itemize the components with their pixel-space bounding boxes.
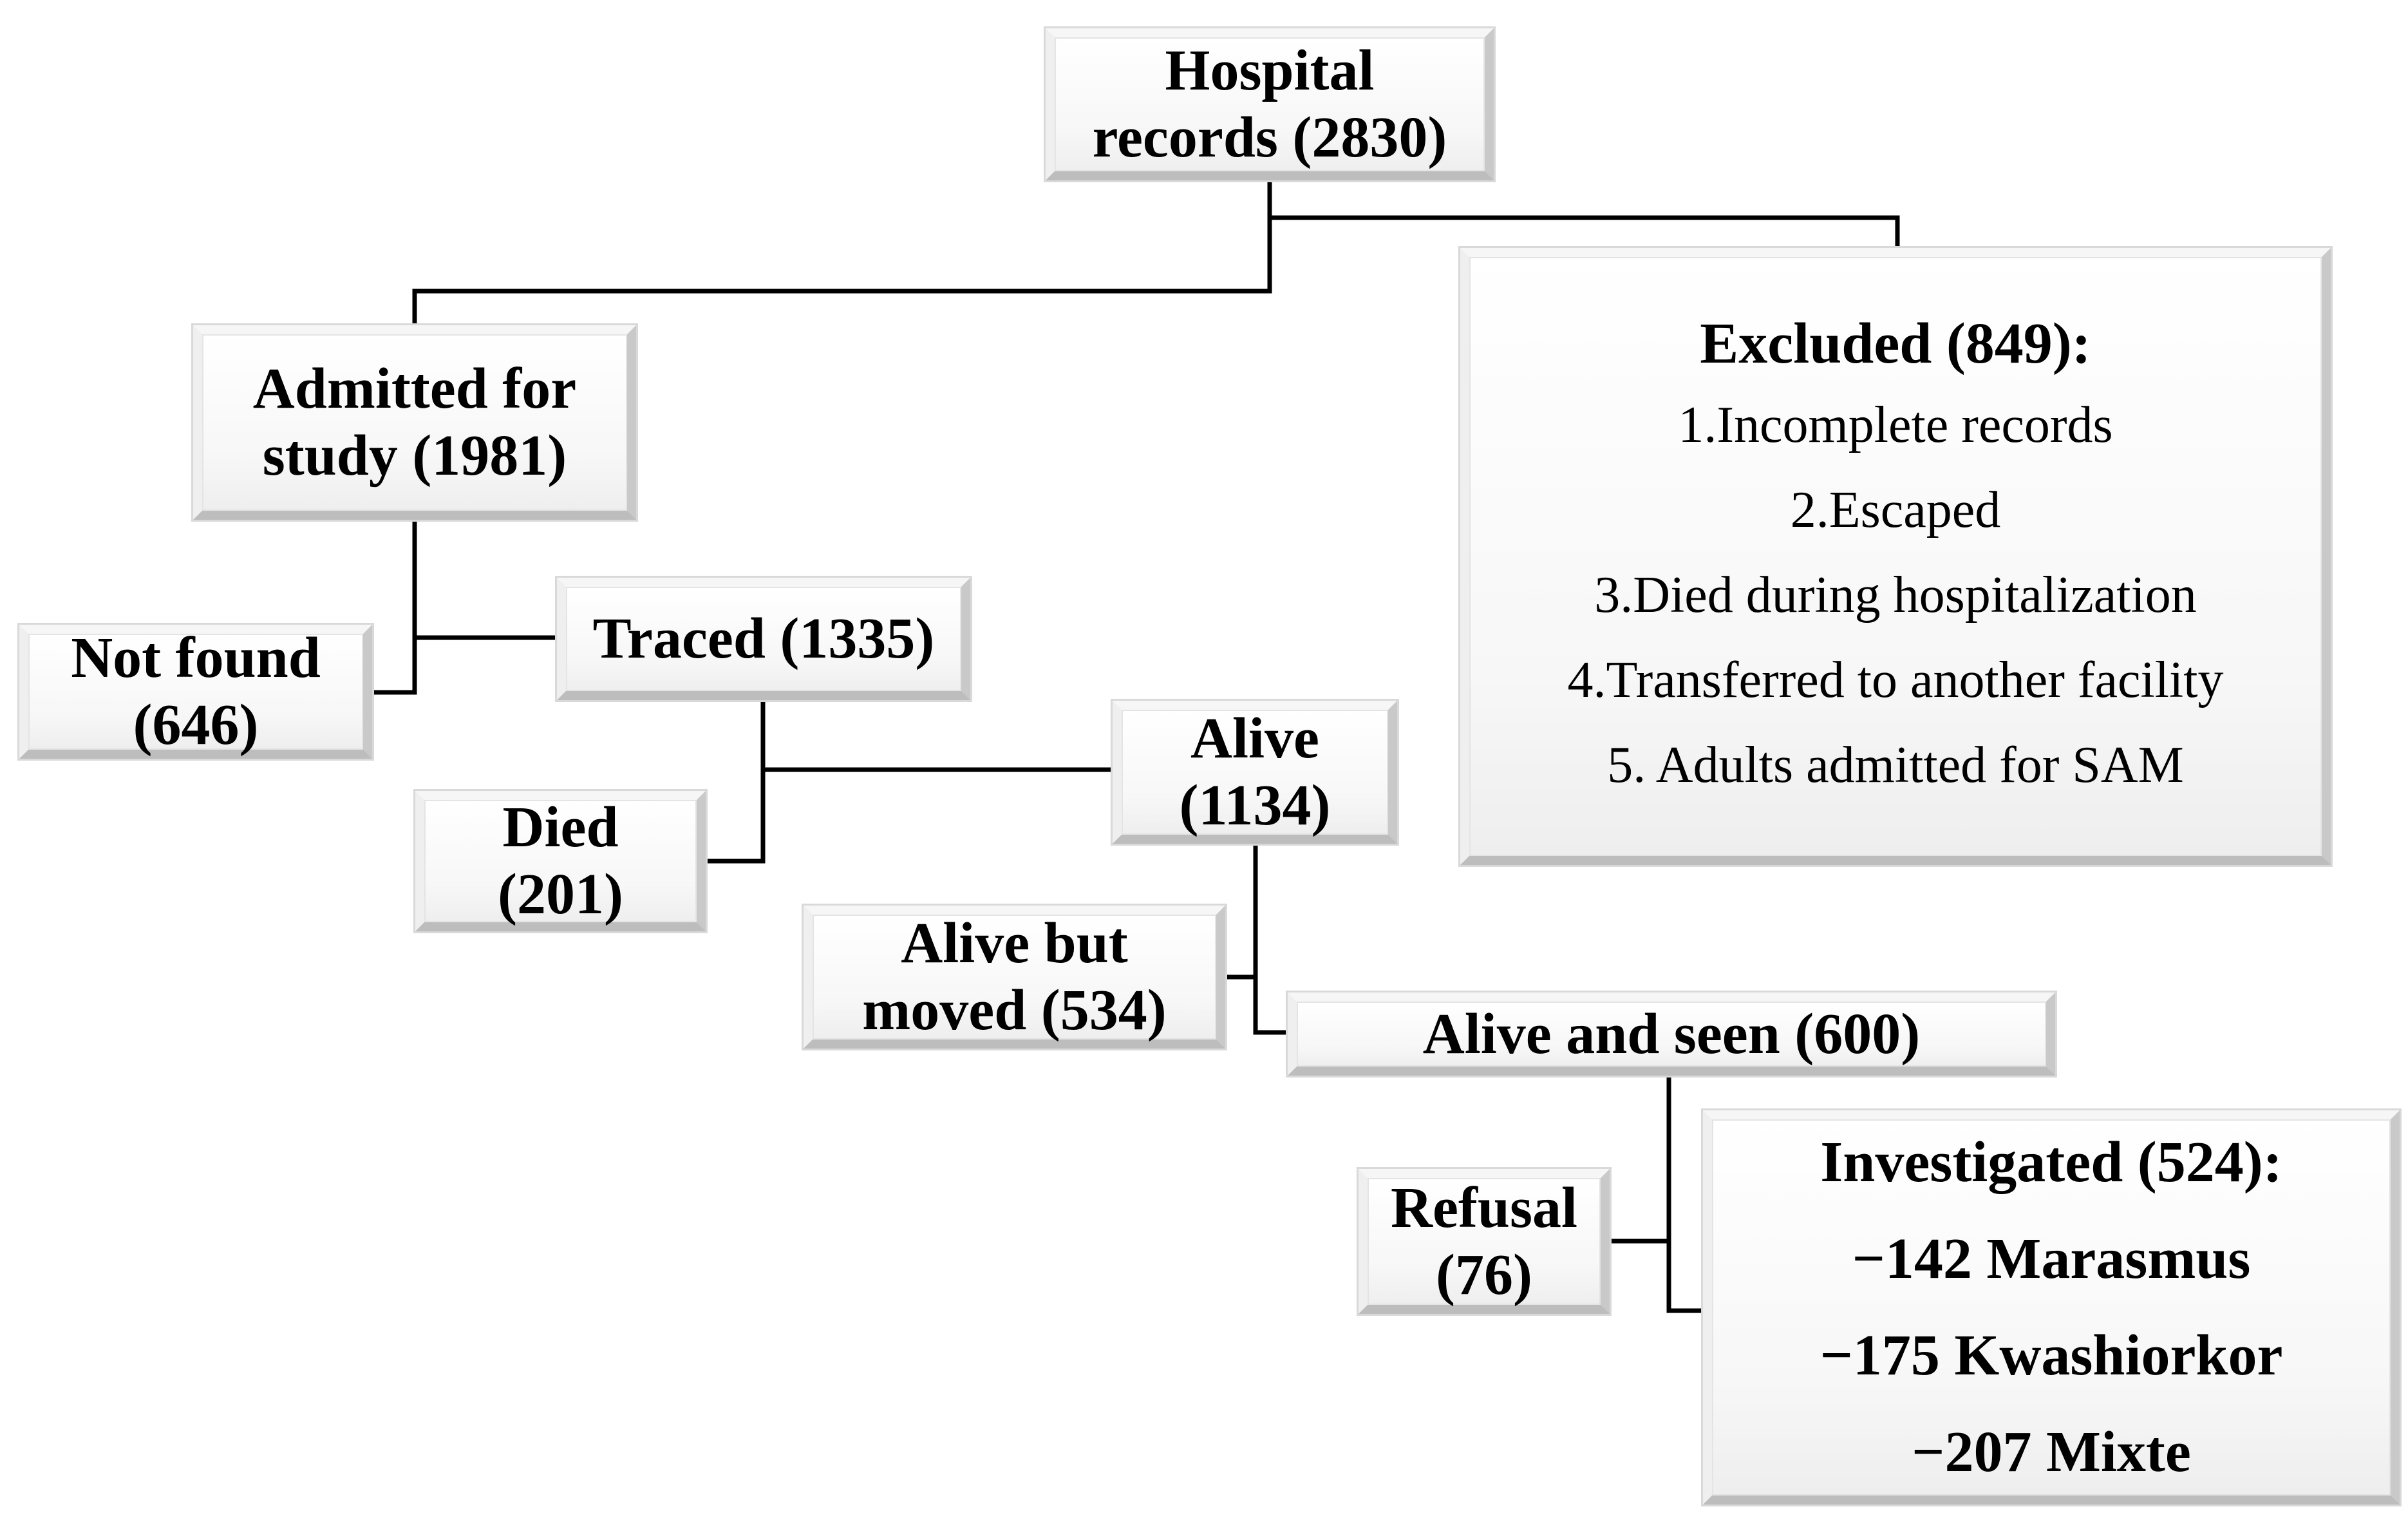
investigated-item-mixte: −207 Mixte	[1912, 1420, 2191, 1484]
node-not-found-line-1: Not found	[71, 626, 321, 690]
node-hospital-records-line-2: records (2830)	[1092, 106, 1447, 169]
node-alive-line-1: Alive	[1190, 707, 1319, 770]
connector-hospital-excluded	[1270, 215, 1900, 248]
node-admitted-line-2: study (1981)	[262, 424, 567, 488]
node-admitted-for-study: Admitted for study (1981)	[193, 325, 636, 520]
node-died-line-1: Died	[502, 795, 619, 859]
node-refusal: Refusal (76)	[1359, 1169, 1610, 1314]
connector-hospital-admitted	[412, 180, 1272, 325]
node-traced-line-1: Traced (1335)	[592, 607, 935, 670]
connector-alive-seen	[1253, 977, 1288, 1035]
node-excluded: Excluded (849): 1.Incomplete records 2.E…	[1460, 248, 2331, 865]
node-died-line-2: (201)	[498, 862, 623, 926]
node-alive-seen-line-1: Alive and seen (600)	[1422, 1002, 1921, 1066]
node-alive: Alive (1134)	[1113, 701, 1397, 844]
node-alive-but-moved: Alive but moved (534)	[804, 906, 1225, 1049]
excluded-item-1: 1.Incomplete records	[1678, 397, 2113, 453]
connector-alive-moved	[1225, 844, 1258, 980]
connector-seen-refusal	[1610, 1076, 1671, 1244]
node-refusal-line-2: (76)	[1436, 1242, 1532, 1307]
node-investigated: Investigated (524): −142 Marasmus −175 K…	[1703, 1110, 2400, 1505]
investigated-item-marasmus: −142 Marasmus	[1852, 1227, 2251, 1291]
excluded-item-2: 2.Escaped	[1790, 482, 2001, 538]
node-alive-and-seen: Alive and seen (600)	[1288, 992, 2055, 1076]
node-hospital-records-line-1: Hospital	[1165, 39, 1375, 102]
node-investigated-title: Investigated (524):	[1820, 1130, 2282, 1194]
connector-admitted-notfound	[372, 520, 417, 695]
node-died: Died (201)	[415, 791, 706, 931]
connector-traced-died	[706, 700, 766, 864]
node-traced: Traced (1335)	[557, 578, 970, 700]
node-hospital-records: Hospital records (2830)	[1046, 28, 1494, 180]
node-admitted-line-1: Admitted for	[252, 357, 577, 421]
node-alive-line-2: (1134)	[1179, 774, 1331, 837]
node-excluded-title: Excluded (849):	[1700, 312, 2091, 375]
node-not-found: Not found (646)	[19, 625, 372, 759]
node-alive-moved-line-2: moved (534)	[862, 978, 1167, 1042]
node-refusal-line-1: Refusal	[1391, 1175, 1577, 1240]
node-not-found-line-2: (646)	[133, 693, 259, 757]
connector-seen-investigated	[1666, 1241, 1703, 1313]
investigated-item-kwashiorkor: −175 Kwashiorkor	[1820, 1324, 2283, 1387]
node-alive-moved-line-1: Alive but	[901, 911, 1128, 975]
excluded-item-3: 3.Died during hospitalization	[1594, 567, 2197, 623]
excluded-item-5: 5. Adults admitted for SAM	[1607, 737, 2184, 793]
excluded-item-4: 4.Transferred to another facility	[1567, 652, 2224, 708]
